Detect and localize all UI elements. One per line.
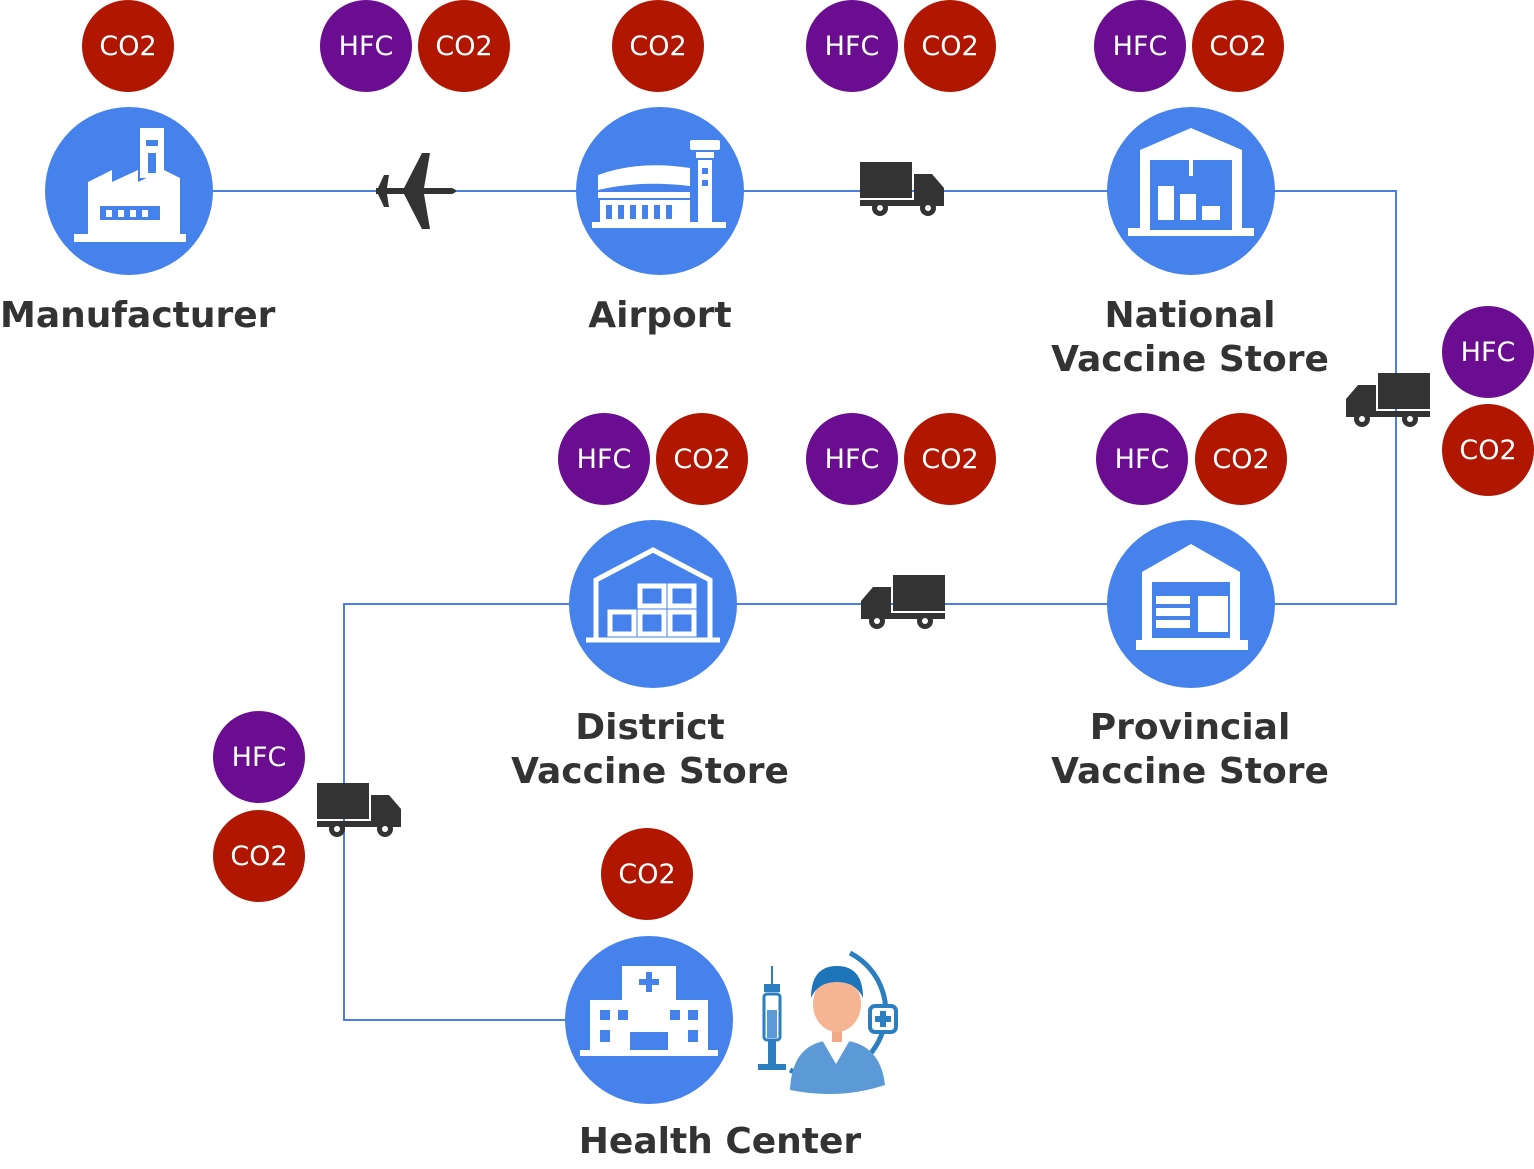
district-label: District Vaccine Store <box>510 706 790 794</box>
provincial-store-node <box>1107 520 1275 688</box>
hfc-badge-flight: HFC <box>320 0 412 92</box>
co2-badge-truck-national-provincial: CO2 <box>1442 404 1534 496</box>
health-center-node <box>565 936 733 1104</box>
district-label-line1: District <box>575 707 725 748</box>
provincial-label-line2: Vaccine Store <box>1051 751 1329 792</box>
warehouse-icon <box>1136 544 1248 650</box>
district-store-node <box>569 520 737 688</box>
national-label-line1: National <box>1104 295 1276 336</box>
hfc-badge-truck-provincial-district: HFC <box>806 413 898 505</box>
co2-badge-flight: CO2 <box>418 0 510 92</box>
provincial-label-line1: Provincial <box>1089 707 1291 748</box>
truck-icon <box>860 162 944 216</box>
co2-badge-airport: CO2 <box>612 0 704 92</box>
hfc-badge-truck-airport-national: HFC <box>806 0 898 92</box>
warehouse-boxes-icon <box>586 547 720 643</box>
co2-badge-truck-airport-national: CO2 <box>904 0 996 92</box>
manufacturer-node <box>45 107 213 275</box>
co2-badge-truck-district-health: CO2 <box>213 810 305 902</box>
co2-badge-national: CO2 <box>1192 0 1284 92</box>
co2-badge-manufacturer: CO2 <box>82 0 174 92</box>
co2-badge-health-center: CO2 <box>601 828 693 920</box>
hospital-icon <box>580 966 718 1056</box>
warehouse-icon <box>1128 128 1254 236</box>
airport-terminal-icon <box>592 140 726 228</box>
national-store-node <box>1107 107 1275 275</box>
factory-icon <box>74 128 186 242</box>
airplane-icon <box>376 153 456 229</box>
manufacturer-label: Manufacturer <box>0 295 276 336</box>
connector-national-provincial <box>1274 190 1397 605</box>
hfc-badge-national: HFC <box>1094 0 1186 92</box>
airport-label: Airport <box>588 295 732 336</box>
national-label: National Vaccine Store <box>1050 294 1330 382</box>
truck-icon <box>1346 373 1430 427</box>
co2-badge-truck-provincial-district: CO2 <box>904 413 996 505</box>
national-label-line2: Vaccine Store <box>1051 339 1329 380</box>
co2-badge-district: CO2 <box>656 413 748 505</box>
health-worker-with-syringe-icon <box>758 950 898 1094</box>
co2-badge-provincial: CO2 <box>1195 413 1287 505</box>
hfc-badge-provincial: HFC <box>1096 413 1188 505</box>
airport-node <box>576 107 744 275</box>
truck-icon <box>317 783 401 837</box>
health-center-label: Health Center <box>578 1121 862 1162</box>
hfc-badge-district: HFC <box>558 413 650 505</box>
truck-icon <box>861 575 945 629</box>
hfc-badge-truck-national-provincial: HFC <box>1442 306 1534 398</box>
hfc-badge-truck-district-health: HFC <box>213 711 305 803</box>
provincial-label: Provincial Vaccine Store <box>1050 706 1330 794</box>
district-label-line2: Vaccine Store <box>511 751 789 792</box>
